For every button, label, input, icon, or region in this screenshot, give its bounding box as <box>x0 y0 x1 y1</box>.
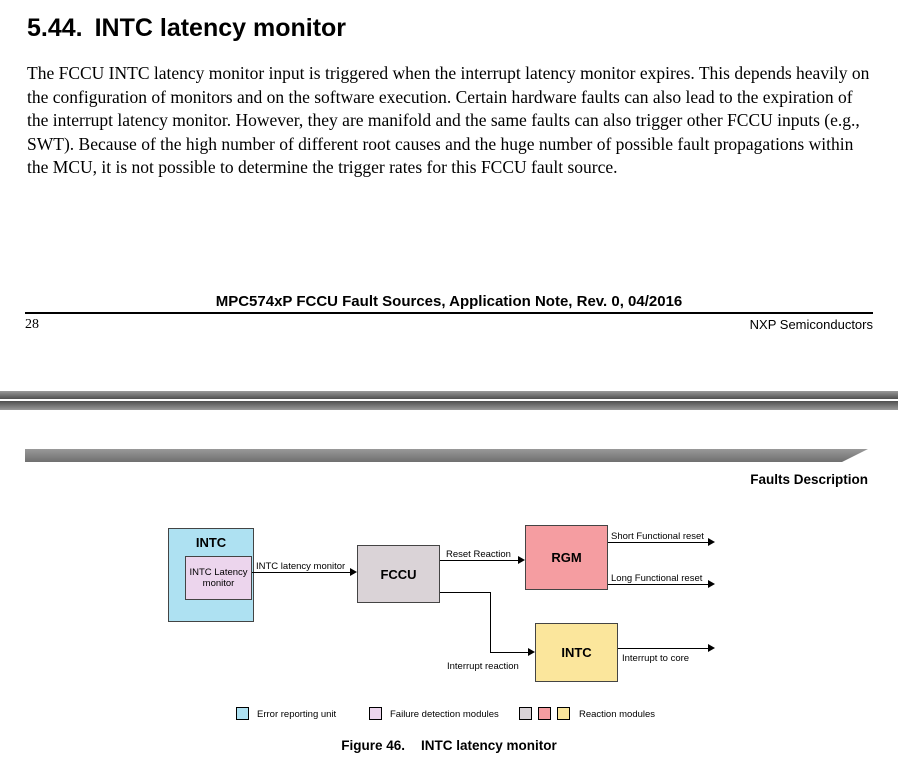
arrow-label-interrupt-to-core: Interrupt to core <box>622 653 690 664</box>
page-number: 28 <box>25 317 39 332</box>
figure-diagram: INTC INTC Latency monitor INTC latency m… <box>0 515 898 730</box>
arrow-label-interrupt-reaction: Interrupt reaction <box>447 661 519 672</box>
arrowhead-interrupt-to-core <box>708 644 715 652</box>
legend-swatch-reaction-yellow <box>557 707 570 720</box>
block-intc-label: INTC <box>195 535 227 550</box>
arrow-line-short-reset <box>608 542 708 543</box>
legend-swatch-error-reporting <box>236 707 249 720</box>
arrow-line-interrupt-to-core <box>618 648 708 649</box>
block-fccu: FCCU <box>357 545 440 603</box>
arrow-label-long-reset: Long Functional reset <box>611 573 703 584</box>
arrowhead-short-reset <box>708 538 715 546</box>
section-number: 5.44. <box>27 14 83 42</box>
document-footer-title: MPC574xP FCCU Fault Sources, Application… <box>215 293 683 310</box>
arrow-label-reset-reaction: Reset Reaction <box>446 549 511 560</box>
block-intc-reaction: INTC <box>535 623 618 682</box>
block-rgm: RGM <box>525 525 608 590</box>
arrowhead-long-reset <box>708 580 715 588</box>
chapter-banner <box>25 449 868 462</box>
block-rgm-label: RGM <box>551 550 582 565</box>
arrow-line-reset-reaction <box>440 560 518 561</box>
arrow-line-long-reset <box>608 584 708 585</box>
arrowhead-interrupt-reaction <box>528 648 535 656</box>
arrow-line-interrupt-v <box>490 592 491 653</box>
page-separator-bottom <box>0 401 898 410</box>
legend-swatch-reaction-gray <box>519 707 532 720</box>
legend-label-reaction-modules: Reaction modules <box>579 709 656 720</box>
arrow-label-short-reset: Short Functional reset <box>611 531 704 542</box>
section-heading: 5.44. INTC latency monitor <box>27 14 346 43</box>
legend-label-error-reporting: Error reporting unit <box>257 709 337 720</box>
legend-swatch-failure-detection <box>369 707 382 720</box>
block-intc-latency-monitor-label: INTC Latency monitor <box>189 567 248 589</box>
arrow-label-fault-input: INTC latency monitor <box>256 561 346 572</box>
section-title: INTC latency monitor <box>94 14 347 42</box>
arrow-line-fault-input <box>252 572 350 573</box>
figure-caption-title: INTC latency monitor <box>421 738 557 753</box>
figure-caption-number: Figure 46. <box>341 738 405 753</box>
publisher-name: NXP Semiconductors <box>749 317 873 332</box>
page-separator-top <box>0 391 898 399</box>
arrowhead-reset-reaction <box>518 556 525 564</box>
legend-swatch-reaction-red <box>538 707 551 720</box>
block-intc-latency-monitor: INTC Latency monitor <box>185 556 252 600</box>
body-paragraph: The FCCU INTC latency monitor input is t… <box>27 63 870 177</box>
arrowhead-fault-input <box>350 568 357 576</box>
footer-rule <box>25 312 873 314</box>
arrow-line-interrupt-h2 <box>490 652 528 653</box>
figure-caption: Figure 46. INTC latency monitor <box>0 738 898 753</box>
block-intc-reaction-label: INTC <box>561 645 592 660</box>
arrow-line-interrupt-h1 <box>440 592 491 593</box>
legend-label-failure-detection: Failure detection modules <box>390 709 499 720</box>
running-header: Faults Description <box>750 472 868 487</box>
block-fccu-label: FCCU <box>380 566 417 582</box>
